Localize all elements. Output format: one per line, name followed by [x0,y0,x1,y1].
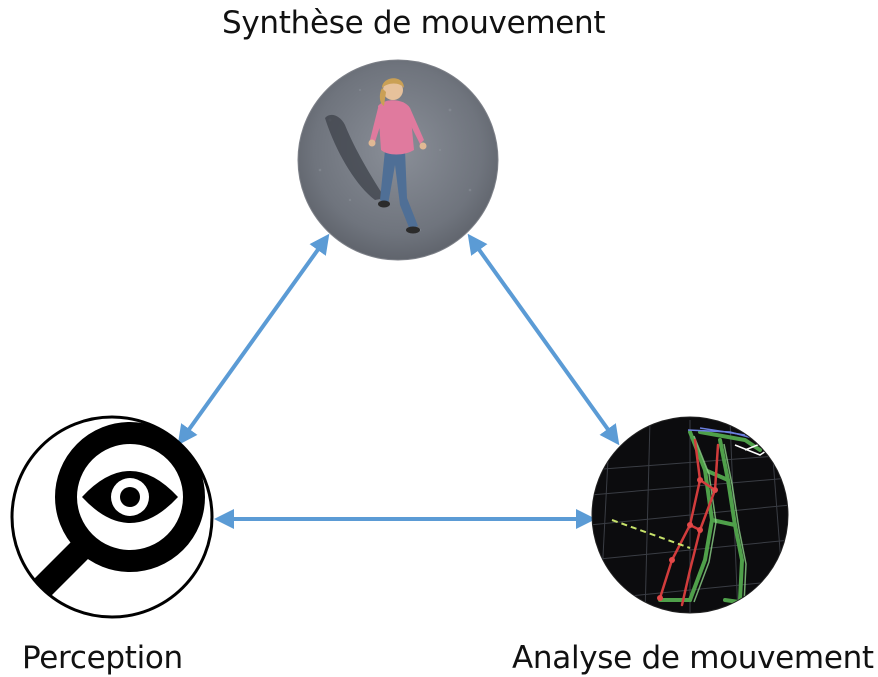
node-label-synthesis: Synthèse de mouvement [222,5,606,41]
magnifier-eye-icon [10,415,214,619]
node-label-analysis: Analyse de mouvement [512,640,874,676]
skeleton-tracking-render [591,416,789,614]
node-label-perception: Perception [22,640,183,676]
arrow-synthesis-perception [177,233,330,446]
arrow-synthesis-analysis [467,233,620,446]
arrows [177,233,620,529]
walking-woman-render [297,59,499,261]
